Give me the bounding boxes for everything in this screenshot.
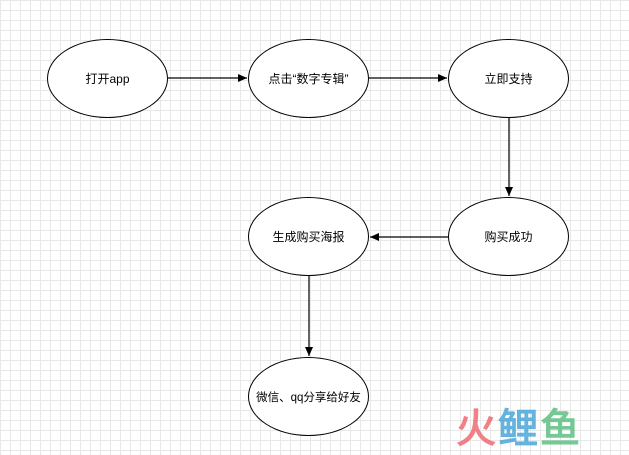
- node-click-album[interactable]: 点击“数字专辑”: [248, 39, 369, 118]
- node-support-now-label: 立即支持: [484, 72, 533, 86]
- node-open-app-label: 打开app: [85, 72, 130, 86]
- node-share[interactable]: 微信、qq分享给好友: [248, 357, 369, 436]
- node-purchase-success-label: 购买成功: [484, 230, 533, 244]
- node-purchase-success[interactable]: 购买成功: [448, 197, 569, 276]
- node-open-app[interactable]: 打开app: [47, 39, 168, 118]
- node-generate-poster-label: 生成购买海报: [272, 230, 345, 244]
- watermark-char-1: 火: [456, 406, 498, 452]
- node-click-album-label: 点击“数字专辑”: [268, 72, 349, 86]
- watermark-char-3: 鱼: [540, 406, 582, 452]
- node-share-label: 微信、qq分享给好友: [256, 391, 361, 404]
- node-support-now[interactable]: 立即支持: [448, 39, 569, 118]
- watermark-char-2: 鲤: [498, 406, 540, 452]
- watermark-logo: 火 鲤 鱼: [456, 406, 582, 452]
- node-generate-poster[interactable]: 生成购买海报: [248, 197, 369, 276]
